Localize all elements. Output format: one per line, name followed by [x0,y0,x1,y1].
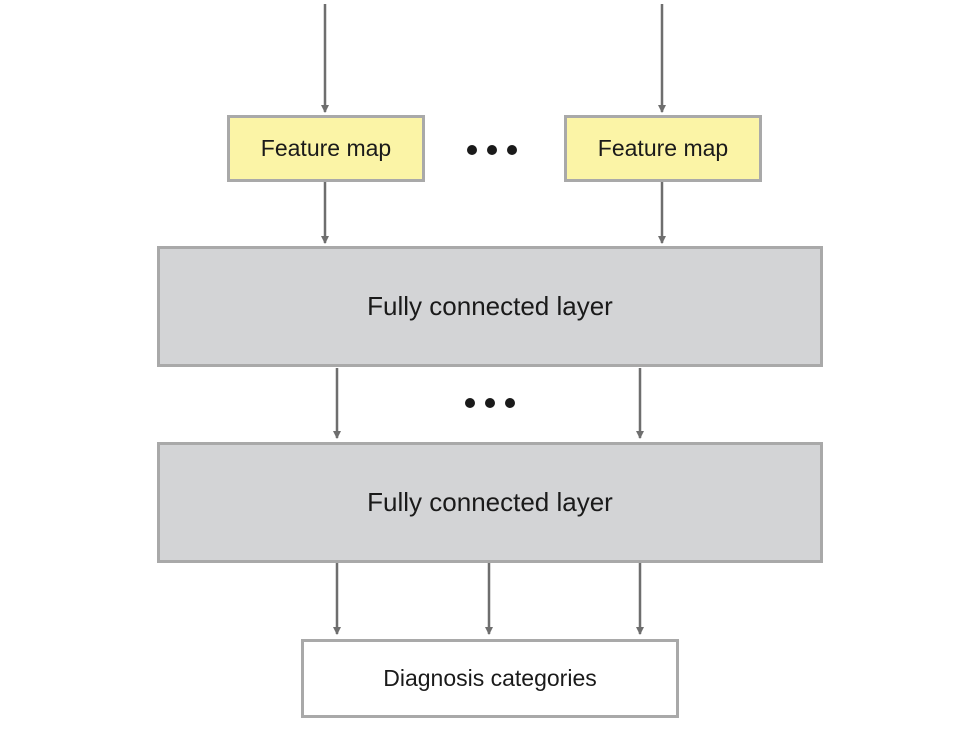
fully-connected-layer-1-label: Fully connected layer [367,291,613,321]
ellipsis-top [467,145,517,155]
feature-map-left: Feature map [227,115,425,182]
feature-map-left-label: Feature map [260,135,392,161]
diagnosis-categories-box: Diagnosis categories [301,639,679,718]
diagnosis-categories-label: Diagnosis categories [383,665,597,691]
fully-connected-layer-1: Fully connected layer [157,246,823,367]
feature-map-right-label: Feature map [597,135,729,161]
fully-connected-layer-2: Fully connected layer [157,442,823,563]
fully-connected-layer-2-label: Fully connected layer [367,487,613,517]
ellipsis-middle [465,398,515,408]
feature-map-right: Feature map [564,115,762,182]
